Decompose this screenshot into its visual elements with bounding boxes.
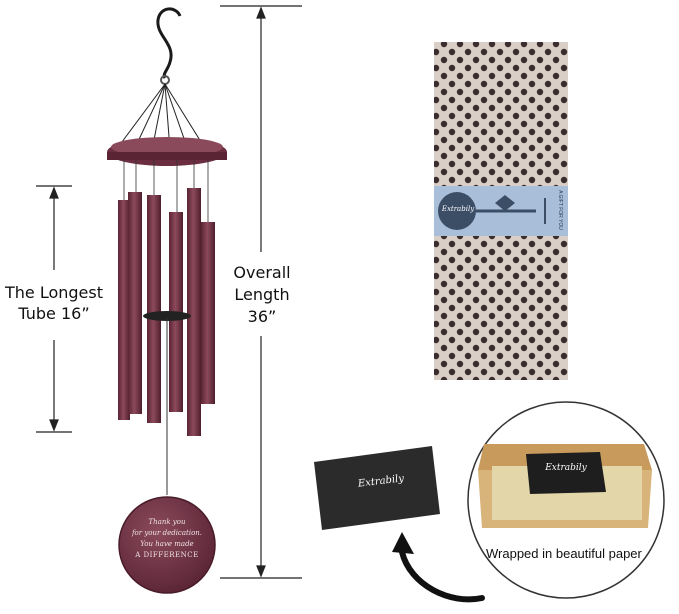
chime-tube xyxy=(147,195,161,423)
chime-tube xyxy=(128,192,142,414)
longest-tube-line2: Tube 16” xyxy=(18,304,90,323)
wrapped-caption: Wrapped in beautiful paper xyxy=(486,546,642,561)
overall-line3: 36” xyxy=(247,307,277,326)
overall-line2: Length xyxy=(234,285,290,304)
longest-tube-line1: The Longest xyxy=(4,283,103,302)
boxed-gift-inset xyxy=(467,401,665,599)
chime-tube xyxy=(118,200,130,420)
greeting-card xyxy=(314,446,440,530)
band-side-text: A GIFT FOR YOU xyxy=(557,190,563,230)
medallion-line2: for your dedication. xyxy=(131,529,203,537)
canopy xyxy=(107,137,227,166)
hook-icon xyxy=(156,7,182,85)
medallion-line4: A DIFFERENCE xyxy=(135,551,199,559)
overall-line1: Overall xyxy=(233,263,291,282)
longest-tube-label: The Longest Tube 16” xyxy=(0,282,108,324)
band-brand: Extrabily xyxy=(441,205,475,213)
overall-length-dimension xyxy=(220,5,302,579)
chime-tube xyxy=(187,188,201,436)
medallion-text: Thank you for your dedication. You have … xyxy=(127,517,207,561)
medallion-line1: Thank you xyxy=(148,518,186,526)
overall-length-label: Overall Length 36” xyxy=(224,262,300,328)
medallion-line3: You have made xyxy=(140,540,194,548)
curved-arrow-icon xyxy=(392,532,485,603)
chime-tube xyxy=(201,222,215,404)
striker xyxy=(143,311,191,495)
medallion-sail xyxy=(118,496,216,594)
tube-strings xyxy=(123,160,209,222)
longest-tube-dimension xyxy=(36,185,72,433)
wrapped-package xyxy=(434,42,568,380)
box-brand: Extrabily xyxy=(545,463,587,473)
